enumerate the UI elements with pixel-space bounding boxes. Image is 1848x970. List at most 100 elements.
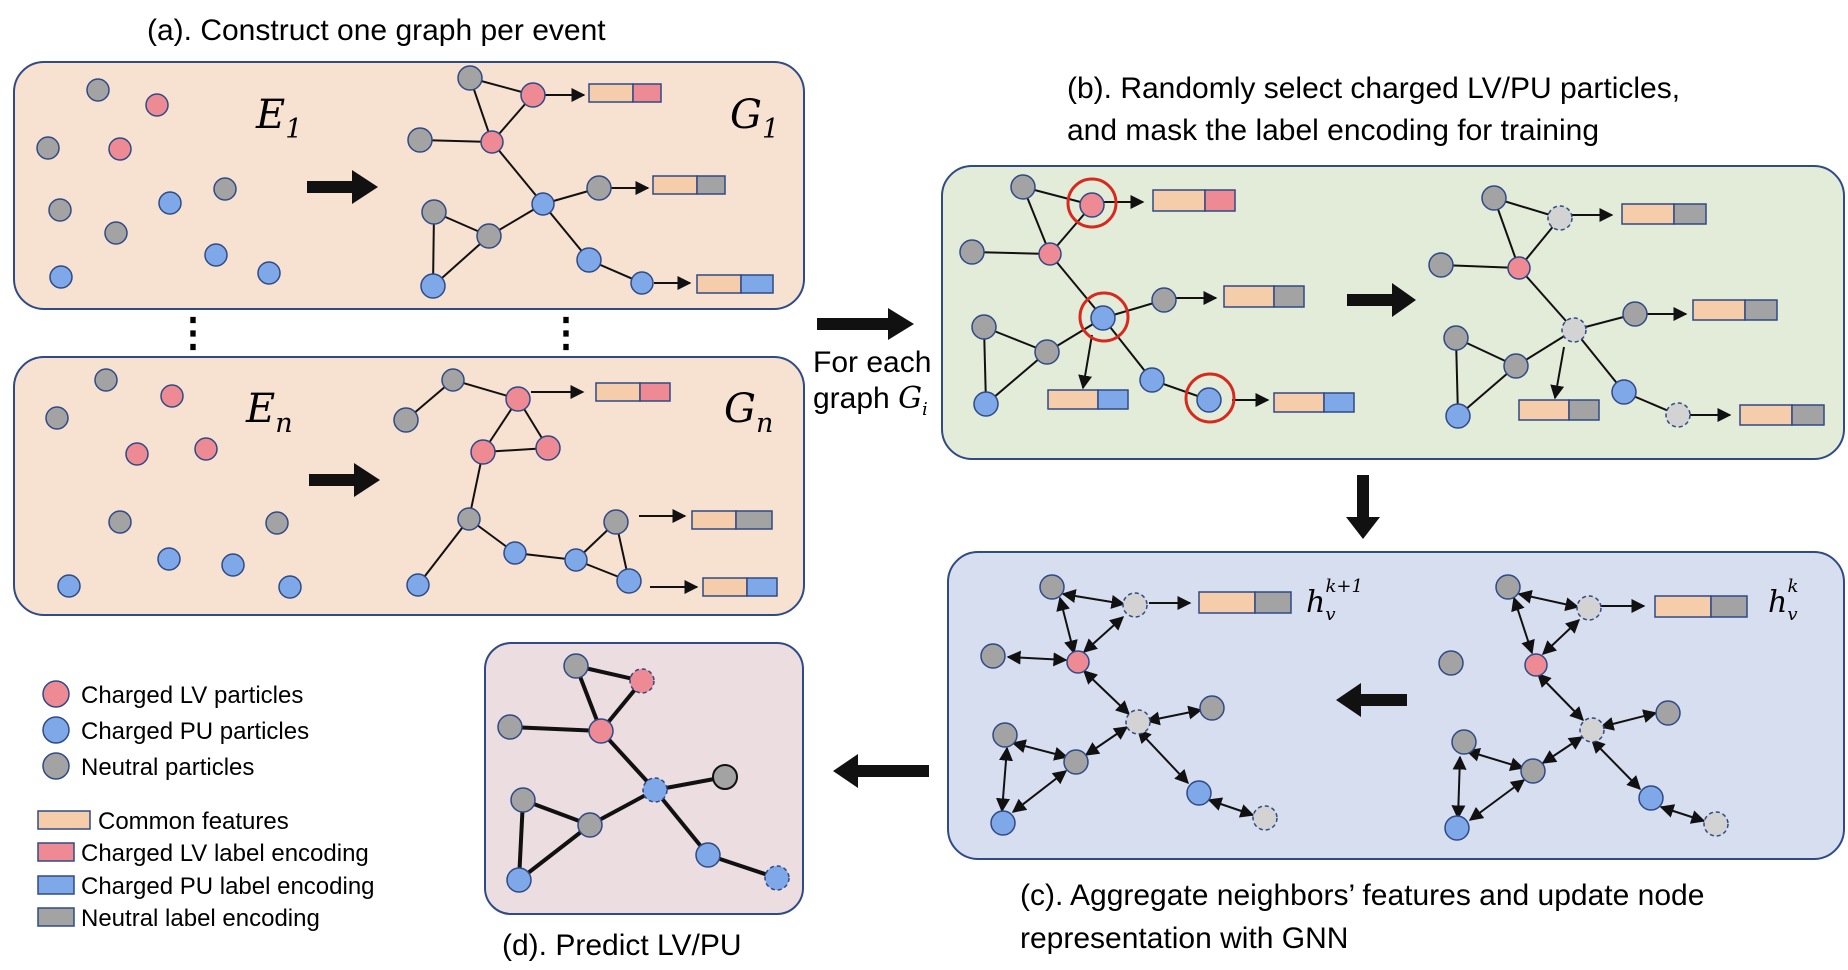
node <box>603 509 629 535</box>
graph-g1 <box>407 65 774 299</box>
encoding-bar <box>1791 404 1825 426</box>
selection-ring <box>1066 177 1118 229</box>
node <box>457 507 481 531</box>
encoding-bar <box>595 382 641 402</box>
encoding-bar <box>588 83 634 103</box>
node <box>1010 174 1036 200</box>
node <box>506 867 532 893</box>
encoding-bar <box>702 577 748 597</box>
node <box>104 221 128 245</box>
for-each-line1: For each <box>813 346 931 379</box>
panel-a-bottom <box>13 356 805 616</box>
node <box>503 541 527 565</box>
caption-b-line2: and mask the label encoding for training <box>1067 114 1599 147</box>
node <box>1090 305 1116 331</box>
node <box>535 435 561 461</box>
node <box>520 82 546 108</box>
node <box>1495 574 1521 600</box>
node <box>1444 815 1470 841</box>
legend-label-neutral-encoding: Neutral label encoding <box>81 905 320 932</box>
flow-arrow-b <box>1347 283 1416 317</box>
legend-label-lv-encoding: Charged LV label encoding <box>81 840 369 867</box>
encoding-bar <box>746 577 778 597</box>
node <box>990 810 1016 836</box>
legend-label-pu: Charged PU particles <box>81 718 309 745</box>
encoding-bar <box>691 510 737 530</box>
event-e1-scatter <box>36 78 281 289</box>
node <box>1438 650 1464 676</box>
masked-node <box>1665 402 1691 428</box>
node <box>1655 700 1681 726</box>
hidden-state-next: hvk+1 <box>1306 576 1363 625</box>
hidden-state-curr: hvk <box>1768 576 1798 625</box>
predicted-pu-node <box>764 865 790 891</box>
node <box>1034 339 1060 365</box>
node <box>576 247 602 273</box>
event-label-en: En <box>245 386 293 439</box>
encoding-bar <box>696 175 726 195</box>
graph-label-g1: G1 <box>730 92 779 145</box>
selection-ring <box>1078 291 1130 343</box>
node <box>577 812 603 838</box>
node <box>531 192 555 216</box>
node <box>265 511 289 535</box>
node <box>588 718 614 744</box>
encoding-bar <box>1654 595 1712 618</box>
legend-label-pu-encoding: Charged PU label encoding <box>81 873 375 900</box>
flow-arrow-c <box>1336 683 1407 717</box>
node <box>1481 185 1507 211</box>
caption-a: (a). Construct one graph per event <box>147 14 606 47</box>
caption-c-line1: (c). Aggregate neighbors’ features and u… <box>1020 879 1704 912</box>
node <box>476 223 502 249</box>
node <box>497 714 523 740</box>
node <box>45 406 69 430</box>
node <box>108 137 132 161</box>
masked-node <box>1252 805 1278 831</box>
node <box>1507 256 1531 280</box>
node <box>480 130 504 154</box>
node <box>1443 325 1469 351</box>
encoding-bar <box>1518 399 1570 421</box>
node <box>157 547 181 571</box>
node <box>1503 353 1529 379</box>
node <box>145 93 169 117</box>
node <box>49 265 73 289</box>
masked-node <box>1122 592 1148 618</box>
encoding-bar <box>1739 404 1793 426</box>
legend-swatch-pu <box>42 716 70 744</box>
masked-node <box>1703 811 1729 837</box>
legend-swatch-lv-encoding <box>37 842 75 862</box>
encoding-bar <box>1621 203 1675 225</box>
node <box>510 787 536 813</box>
node <box>586 175 612 201</box>
masked-node <box>1561 317 1587 343</box>
graph-c-current <box>1438 574 1748 841</box>
node <box>630 271 654 295</box>
node <box>959 239 985 265</box>
encoding-bar <box>632 83 662 103</box>
node <box>1139 367 1165 393</box>
node <box>36 136 60 160</box>
for-each-line2: graph Gi <box>813 381 928 420</box>
node <box>1524 653 1548 677</box>
encoding-bar <box>1323 392 1355 413</box>
encoding-bar <box>1047 389 1099 410</box>
legend-swatch-pu-encoding <box>37 875 75 895</box>
node <box>564 548 588 572</box>
node <box>457 65 483 91</box>
graph-gn <box>393 368 778 597</box>
node <box>57 574 81 598</box>
node <box>393 407 419 433</box>
node <box>992 722 1018 748</box>
encoding-bar <box>1692 299 1746 321</box>
flow-arrow-c-to-d <box>833 754 929 788</box>
node <box>1038 242 1062 266</box>
node <box>712 764 738 790</box>
node <box>1520 758 1546 784</box>
encoding-bar <box>1744 299 1778 321</box>
masked-node <box>1579 717 1605 743</box>
predicted-lv-node <box>629 668 655 694</box>
node <box>695 842 721 868</box>
node <box>108 510 132 534</box>
node <box>1196 387 1222 413</box>
